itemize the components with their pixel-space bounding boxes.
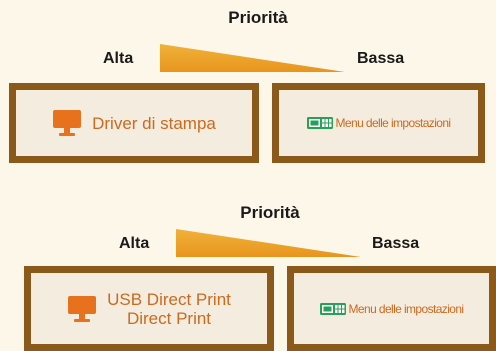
priority-wedge	[176, 229, 361, 257]
direct-print-box: USB Direct Print Direct Print	[24, 266, 274, 351]
high-priority-label: Alta	[119, 235, 150, 252]
direct-print-line-1: USB Direct Print	[107, 289, 231, 309]
direct-print-line-2: Direct Print	[126, 308, 212, 328]
printer-driver-box: Driver di stampa	[9, 83, 259, 163]
low-priority-label: Bassa	[372, 235, 420, 252]
settings-menu-label: Menu delle impostazioni	[348, 301, 465, 316]
settings-menu-label: Menu delle impostazioni	[335, 116, 452, 130]
priority-diagram-1: Priorità Alta Bassa Driver di stampa	[0, 0, 496, 170]
priority-diagram-2: Priorità Alta Bassa USB Direct Print Dir…	[0, 192, 496, 351]
priority-wedge	[160, 44, 345, 72]
printer-driver-label: Driver di stampa	[92, 113, 216, 133]
priority-title: Priorità	[228, 8, 288, 27]
high-priority-label: Alta	[103, 50, 134, 67]
monitor-icon	[53, 110, 82, 136]
settings-menu-box: Menu delle impostazioni	[272, 83, 485, 163]
direct-print-label: USB Direct Print Direct Print	[107, 290, 231, 328]
settings-menu-box: Menu delle impostazioni	[287, 266, 496, 351]
control-panel-icon	[306, 117, 333, 129]
priority-title: Priorità	[240, 203, 300, 222]
low-priority-label: Bassa	[357, 50, 405, 67]
control-panel-icon	[319, 302, 346, 315]
monitor-icon	[68, 295, 97, 322]
